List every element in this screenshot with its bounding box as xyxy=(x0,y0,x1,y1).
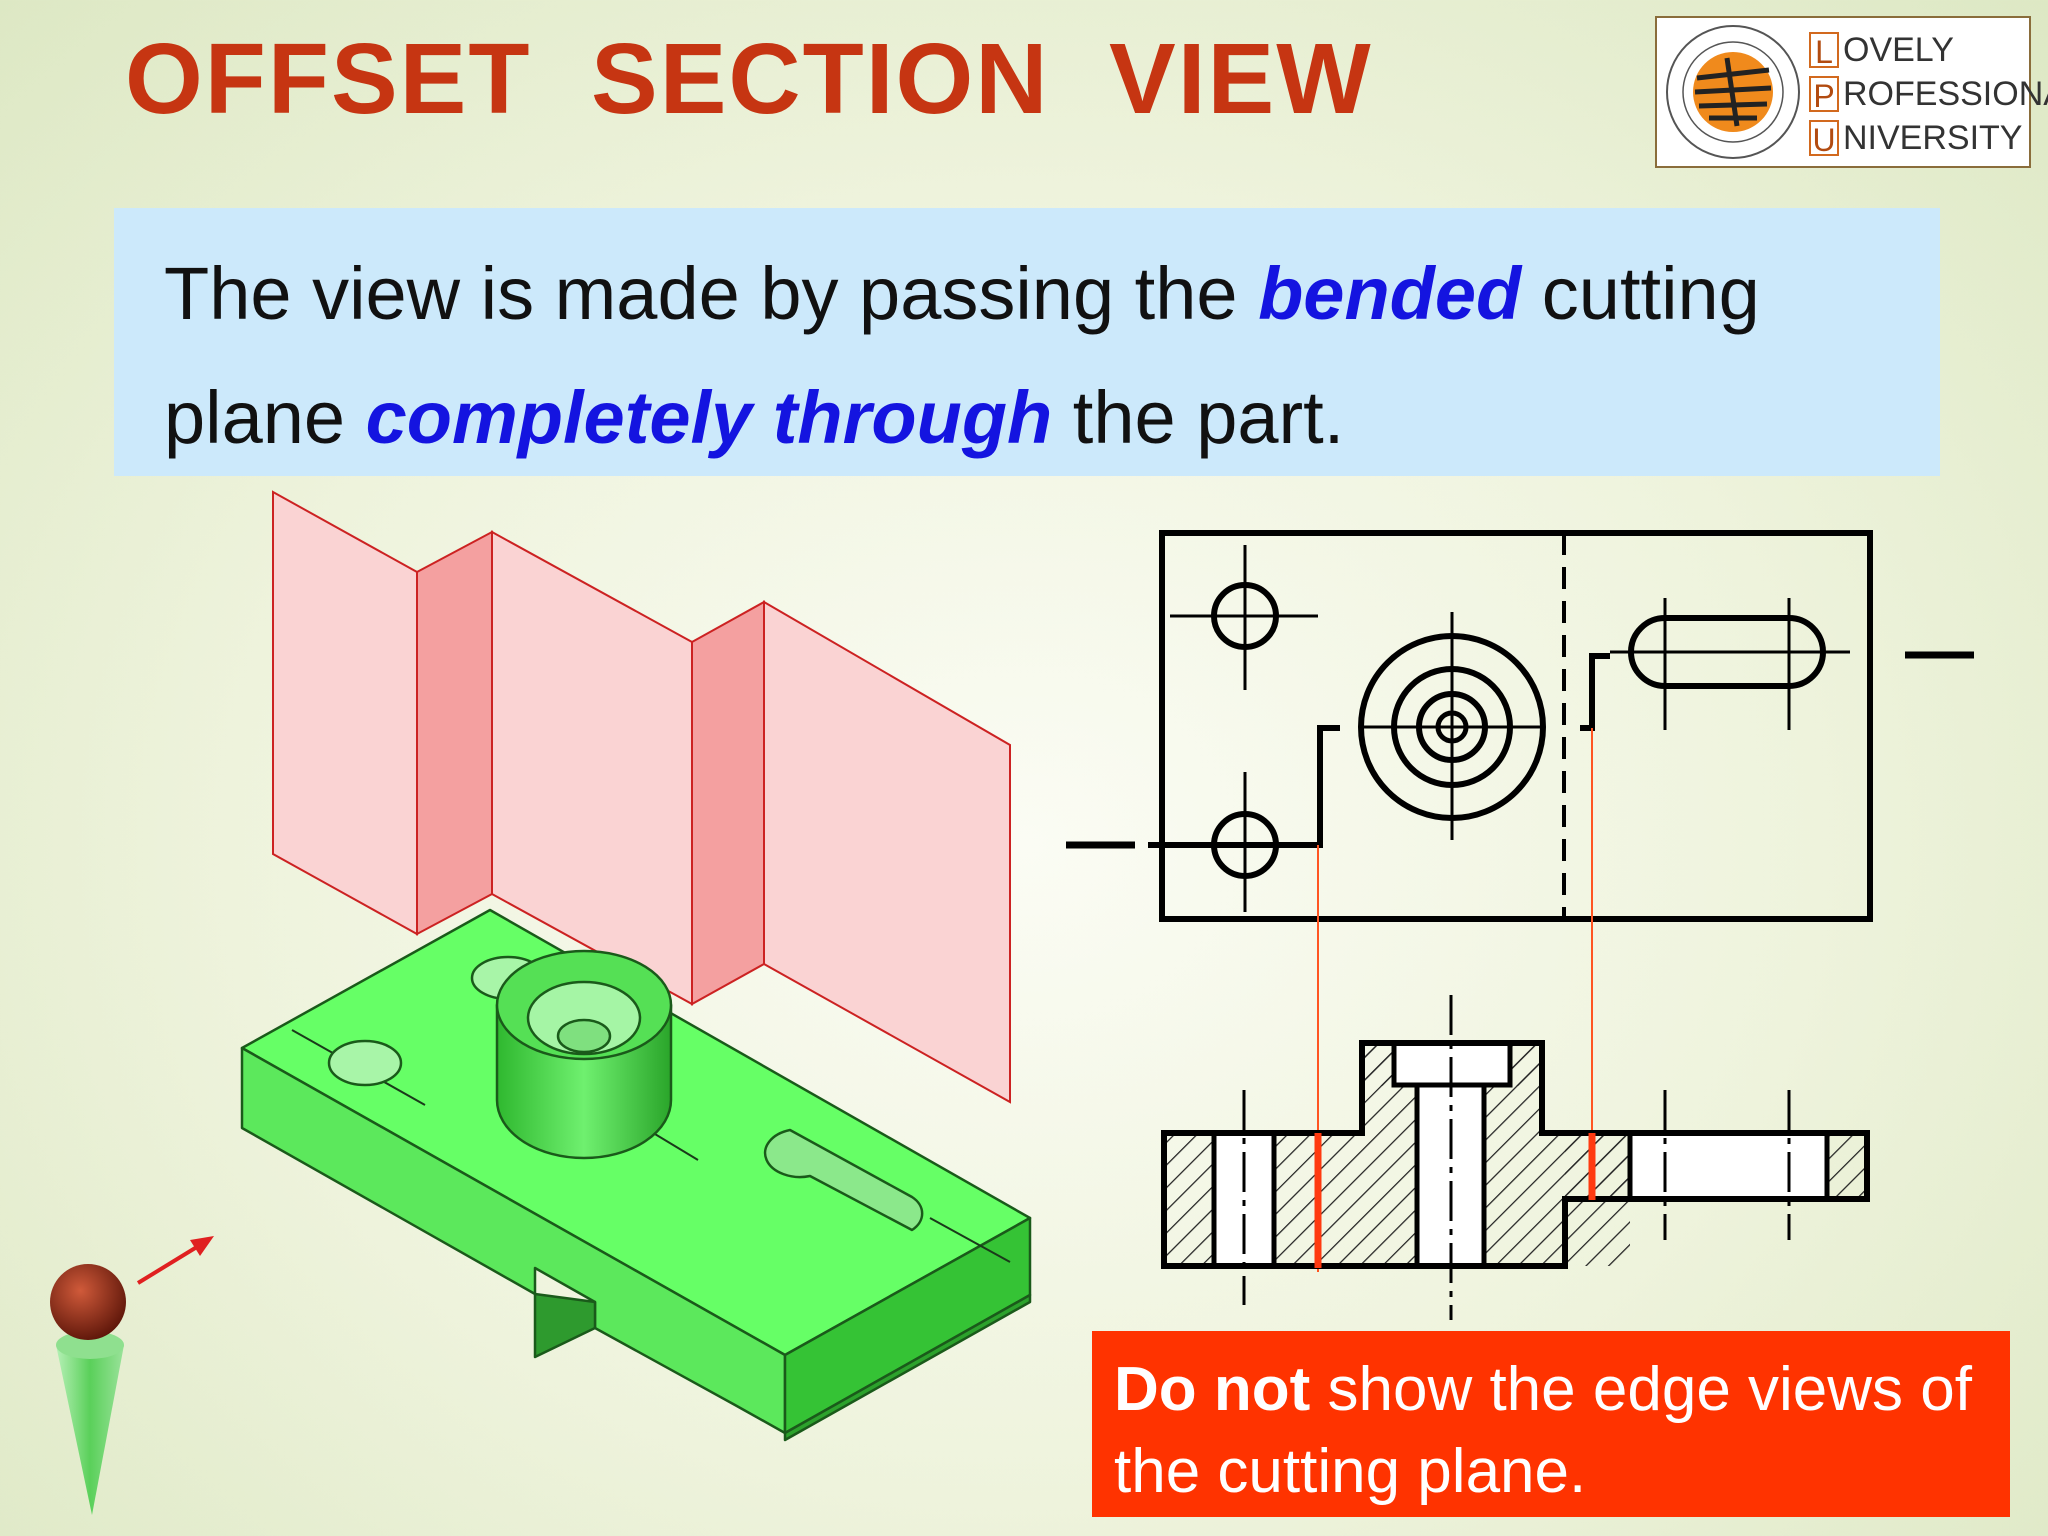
note-text: show the edge views of the cutting plane… xyxy=(1114,1355,1972,1506)
view-direction-arrow xyxy=(136,1240,207,1285)
section-outline xyxy=(1161,1040,1870,1269)
logo-word: NIVERSITY xyxy=(1843,118,2023,157)
logo-word: ROFESSIONAL xyxy=(1843,74,2048,113)
cutting-plane-panel-1 xyxy=(272,490,418,936)
statement-text: The view is made by passing the xyxy=(164,252,1259,335)
isometric-part xyxy=(240,908,1032,1442)
logo-letter: U xyxy=(1809,120,1839,158)
hatched-region xyxy=(1164,1133,1214,1266)
viewer-cone-icon xyxy=(56,1345,124,1515)
statement-text: cutting plane xyxy=(164,252,1760,459)
logo-line-university: U NIVERSITY xyxy=(1809,116,2048,160)
statement-text: the part. xyxy=(1052,376,1345,459)
bended-cutting-plane xyxy=(272,490,1011,1104)
hatched-region xyxy=(1827,1133,1867,1199)
part-slot xyxy=(533,1292,597,1359)
page-title: OFFSET SECTION VIEW xyxy=(125,23,1373,135)
emphasis-bended: bended xyxy=(1258,252,1522,335)
university-logo: L OVELY P ROFESSIONAL U NIVERSITY xyxy=(1655,16,2048,168)
top-view xyxy=(1066,530,1974,922)
part-edge xyxy=(783,1293,1032,1442)
hatched-region xyxy=(1274,1133,1417,1266)
logo-line-professional: P ROFESSIONAL xyxy=(1809,72,2048,116)
hatched-region xyxy=(1362,1043,1394,1086)
hole-front xyxy=(327,1039,403,1087)
viewer-indicator xyxy=(50,1236,214,1515)
viewer-head-icon xyxy=(50,1264,126,1340)
center-line xyxy=(929,1217,1011,1263)
cutting-plane-jog-left xyxy=(1290,725,1340,848)
hatched-region xyxy=(1565,1133,1631,1199)
slot-opening xyxy=(1630,1135,1826,1198)
definition-box: The view is made by passing the bended c… xyxy=(114,208,1940,476)
top-view-outline xyxy=(1159,530,1873,922)
logo-letter: L xyxy=(1809,32,1839,70)
boss-counterbore xyxy=(526,980,642,1056)
hole-opening xyxy=(1417,1085,1484,1266)
logo-word: OVELY xyxy=(1843,30,1954,69)
cutting-plane-panel-3 xyxy=(763,600,1011,1104)
logo-letter: P xyxy=(1809,76,1839,114)
boss-hole xyxy=(556,1018,612,1054)
hatched-region xyxy=(1510,1043,1542,1086)
arrow-head-icon xyxy=(190,1236,214,1256)
warning-note: Do not show the edge views of the cuttin… xyxy=(1092,1331,2010,1517)
cutting-plane-jog-1 xyxy=(416,530,493,936)
emphasis-completely-through: completely through xyxy=(365,376,1053,459)
viewer-cone-top xyxy=(56,1331,124,1359)
slot-top xyxy=(763,1128,924,1232)
cutting-plane-jog-2 xyxy=(691,600,765,1006)
cutting-plane-jog-right xyxy=(1580,653,1610,731)
logo-line-lovely: L OVELY xyxy=(1809,28,2048,72)
note-bold: Do not xyxy=(1114,1355,1311,1424)
seal-icon xyxy=(1666,25,1800,159)
section-view xyxy=(1161,995,1870,1320)
